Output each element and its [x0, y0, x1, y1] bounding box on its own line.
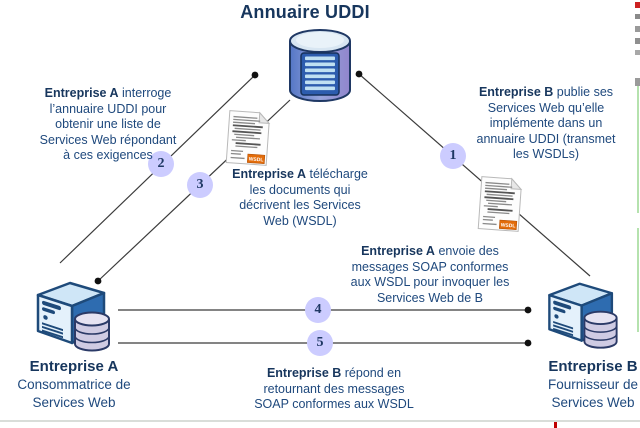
step-number: 4 [314, 302, 322, 317]
note-text: télécharge [306, 167, 368, 181]
note-line: implémente dans un [489, 116, 603, 131]
note-text: interroge [118, 86, 172, 100]
step-number: 5 [316, 335, 324, 350]
note-line: Web (WSDL) [263, 213, 337, 228]
note-line: l’annuaire UDDI pour [49, 101, 167, 116]
entity-name-bold: Entreprise A [232, 167, 306, 181]
wsdl-document-icon-a: WSDL [224, 109, 272, 168]
note-line: retournant des messages [263, 381, 405, 396]
uddi-registry-database-icon [289, 29, 351, 102]
edge-text-fragment [635, 50, 640, 55]
entity-name-bold: Entreprise B [478, 85, 554, 99]
wsdl-tag-label: WSDL [248, 156, 263, 163]
step-number: 2 [157, 156, 165, 171]
step-badge-1: 1 [440, 143, 466, 169]
step-number: 1 [449, 148, 457, 163]
note-query: Entreprise A interroge l’annuaire UDDI p… [0, 86, 216, 164]
diagram-title: Annuaire UDDI [240, 2, 370, 22]
endpoint-dot [524, 306, 532, 314]
connector-publish [358, 73, 591, 277]
edge-text-fragment [635, 78, 640, 86]
label-entreprise-b: Entreprise B Fournisseur de Services Web [513, 357, 640, 412]
note-line: à ces exigences [63, 148, 153, 163]
note-line: aux WSDL pour invoquer les [350, 275, 510, 290]
server-icon-entreprise-a [36, 281, 110, 352]
entity-name-bold: Entreprise B [266, 366, 342, 380]
step-badge-2: 2 [148, 151, 174, 177]
entity-name: Entreprise A [29, 358, 119, 375]
step-badge-4: 4 [305, 297, 331, 323]
note-line: messages SOAP conformes [351, 259, 509, 274]
note-line: Entreprise B répond en [234, 366, 434, 382]
step-badge-5: 5 [307, 330, 333, 356]
note-line: les documents qui [249, 182, 351, 197]
note-line: Entreprise A télécharge [225, 167, 375, 183]
note-line: Services Web de B [376, 290, 484, 305]
edge-text-fragment [635, 14, 640, 19]
note-line: SOAP conformes aux WSDL [254, 397, 414, 412]
note-download: Entreprise A télécharge les documents qu… [225, 167, 375, 229]
note-line: annuaire UDDI (transmet [476, 131, 616, 146]
note-line: les WSDLs) [513, 147, 579, 162]
edge-green-line [637, 228, 639, 332]
endpoint-dot [94, 277, 102, 285]
label-entreprise-a: Entreprise A Consommatrice de Services W… [0, 357, 148, 412]
endpoint-dot [251, 71, 259, 79]
note-line: Entreprise A envoie des [330, 244, 530, 260]
entity-role: Services Web [551, 395, 635, 410]
edge-green-line [637, 78, 639, 213]
edge-text-fragment [635, 38, 640, 44]
note-text: publie ses [553, 85, 614, 99]
edge-text-fragment [635, 26, 640, 32]
wsdl-document-icon-b: WSDL [476, 175, 524, 234]
note-line: obtenir une liste de [55, 117, 161, 132]
entity-name: Entreprise B [548, 358, 638, 375]
edge-text-fragment [635, 2, 640, 8]
entity-role: Consommatrice de [17, 377, 131, 392]
server-icon-entreprise-b [548, 282, 618, 349]
note-line: Services Web répondant [39, 132, 177, 147]
note-line: décrivent les Services [239, 198, 361, 213]
wsdl-tag-label: WSDL [500, 222, 515, 229]
note-line: Services Web qu’elle [487, 100, 605, 115]
endpoint-dot [524, 339, 532, 347]
entity-role: Services Web [32, 395, 116, 410]
endpoint-dot [355, 70, 363, 78]
entity-name-bold: Entreprise A [44, 86, 119, 100]
note-line: Entreprise B publie ses [448, 85, 640, 101]
note-invoke: Entreprise A envoie des messages SOAP co… [330, 244, 530, 306]
step-badge-3: 3 [187, 172, 213, 198]
note-respond: Entreprise B répond en retournant des me… [234, 366, 434, 413]
step-number: 3 [196, 177, 204, 192]
note-text: répond en [341, 366, 402, 380]
entity-name-bold: Entreprise A [361, 244, 435, 258]
note-line: Entreprise A interroge [0, 86, 216, 102]
cursor-mark [554, 422, 557, 428]
entity-role: Fournisseur de [547, 377, 639, 392]
bottom-divider [0, 420, 640, 422]
note-text: envoie des [434, 244, 499, 258]
note-publish: Entreprise B publie ses Services Web qu’… [448, 85, 640, 163]
